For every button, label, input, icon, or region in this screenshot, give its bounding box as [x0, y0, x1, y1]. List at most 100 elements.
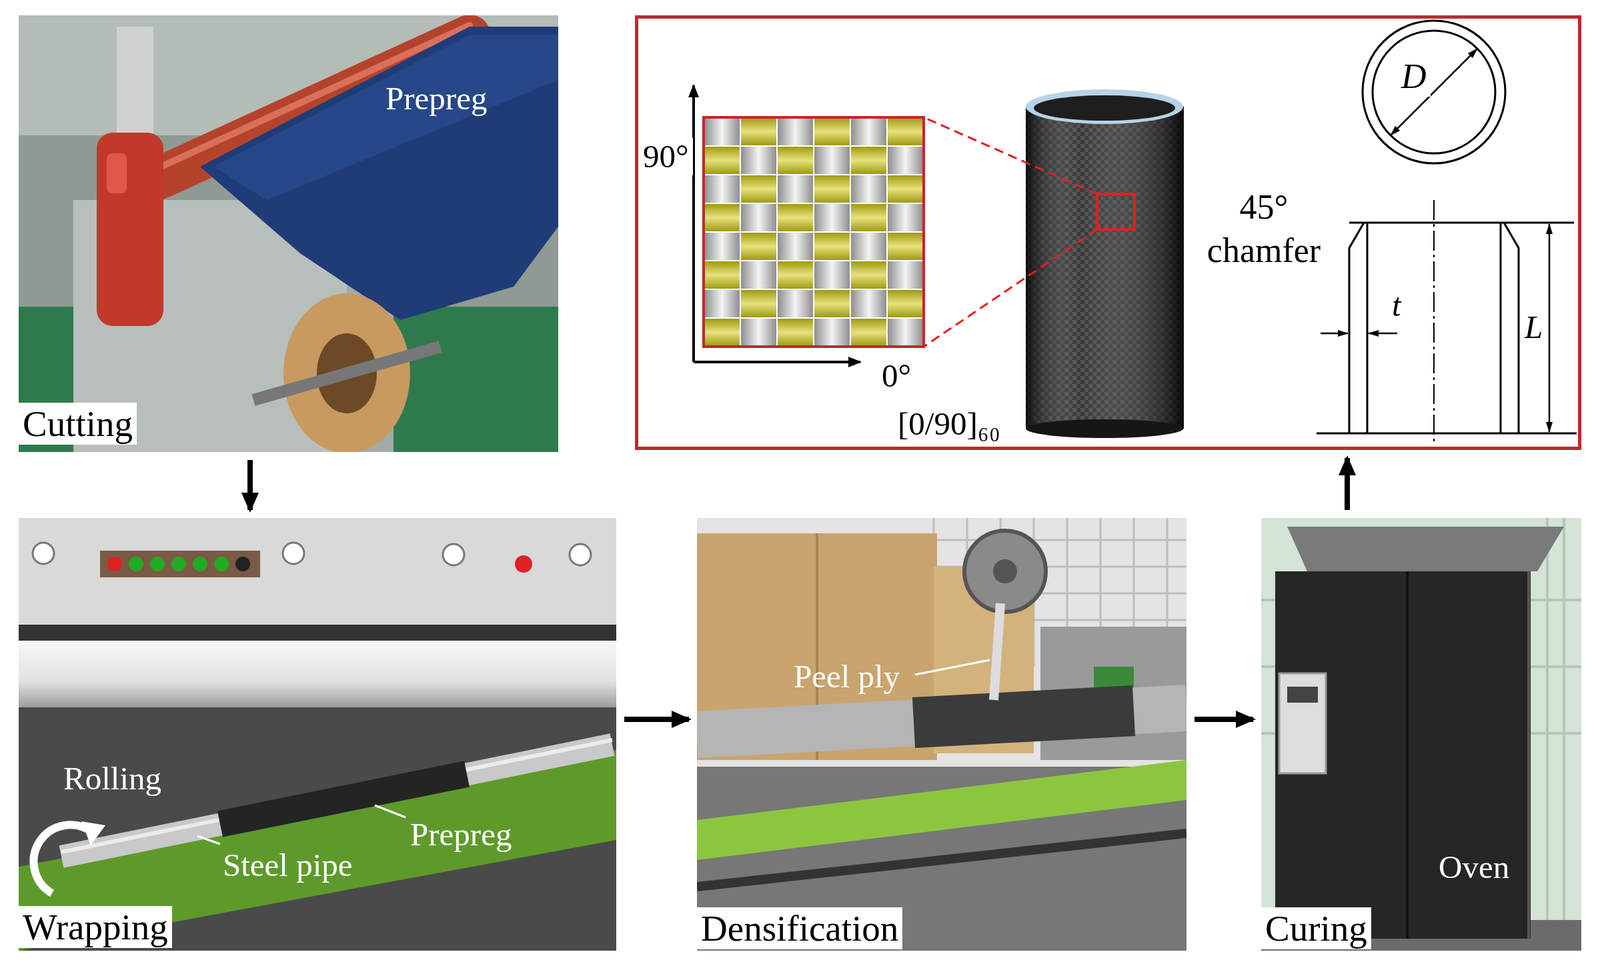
tube-schematic — [1372, 30, 1496, 154]
wrapping-photo — [569, 544, 591, 566]
photo-callout: Prepreg — [410, 816, 512, 854]
tube-schematic — [1320, 332, 1348, 335]
densification-photo — [696, 708, 1187, 735]
photo-callout: Oven — [1438, 849, 1510, 887]
cutting-photo — [200, 26, 559, 321]
wrapping-panel: Wrapping RollingSteel pipe Prepreg — [18, 518, 617, 952]
cutting-photo — [96, 132, 164, 327]
curing-panel: Curing Oven — [1261, 518, 1582, 952]
curing-photo — [1261, 518, 1582, 952]
wrapping-photo — [33, 825, 93, 894]
tube-schematic — [1316, 432, 1577, 435]
cutting-photo — [18, 15, 559, 453]
dimension-label: D — [1397, 56, 1431, 97]
cutting-panel: Cutting Prepreg — [18, 15, 559, 453]
densification-photo — [913, 710, 1134, 723]
densification-photo — [696, 518, 1187, 952]
tube-schematic — [1499, 222, 1502, 434]
dimension-label: L — [1520, 308, 1547, 347]
wrapping-photo — [282, 542, 305, 565]
tube-schematic — [923, 229, 1098, 347]
wrapping-photo — [107, 556, 123, 572]
photo-callout: Peel ply — [793, 658, 900, 696]
wrapping-photo — [18, 624, 617, 641]
wrapping-photo — [32, 542, 55, 565]
tube-schematic — [1025, 89, 1184, 125]
curing-photo — [1527, 571, 1530, 940]
wrapping-photo — [442, 544, 465, 566]
wrapping-photo — [197, 836, 221, 845]
step-caption: Densification — [696, 907, 903, 950]
wrapping-photo — [18, 518, 617, 952]
step-caption: Wrapping — [18, 906, 173, 949]
densification-photo — [993, 559, 1018, 584]
tube-schematic — [1349, 222, 1364, 434]
tube-schematic — [1025, 106, 1184, 429]
result-panel: 90° 0° [0/90]₆₀ 45° chamfer DtL — [634, 15, 1582, 451]
densification-photo — [993, 603, 1001, 701]
photo-callout: Prepreg — [385, 80, 487, 118]
cutting-photo — [18, 15, 559, 453]
curing-photo — [1261, 518, 1582, 952]
tube-schematic — [1368, 332, 1398, 335]
layup-label: [0/90]₆₀ — [893, 405, 1005, 443]
wrapping-photo — [100, 550, 261, 578]
tube-schematic — [923, 117, 1098, 195]
wrapping-photo — [214, 556, 229, 572]
wrapping-photo — [18, 518, 617, 952]
chamfer-note: 45° chamfer — [1187, 185, 1341, 273]
process-arrow — [624, 716, 689, 723]
process-arrow — [247, 460, 253, 511]
cutting-photo — [213, 34, 559, 201]
process-arrow — [1344, 458, 1350, 511]
step-caption: Cutting — [18, 402, 137, 445]
tube-schematic — [693, 20, 1577, 446]
wrapping-photo — [514, 555, 533, 573]
wrapping-photo — [128, 556, 144, 572]
axis-label: 90° — [638, 138, 693, 176]
tube-schematic — [1433, 200, 1435, 446]
wrapping-photo — [374, 805, 406, 818]
tube-schematic — [1390, 48, 1478, 136]
photo-callout: Rolling — [63, 760, 162, 798]
tube-schematic — [693, 360, 861, 364]
curing-photo — [1405, 571, 1409, 940]
tube-schematic — [1033, 95, 1176, 121]
densification-photo — [964, 530, 1046, 613]
wrapping-photo — [61, 744, 613, 858]
photo-callout: Steel pipe — [222, 847, 353, 885]
curing-photo — [1279, 673, 1326, 774]
tube-schematic — [1362, 20, 1506, 164]
tube-schematic — [1025, 419, 1184, 439]
dimension-label: t — [1387, 286, 1406, 325]
wrapping-photo — [192, 556, 208, 572]
tube-schematic — [1503, 222, 1519, 434]
curing-photo — [1287, 526, 1564, 572]
densification-photo — [696, 833, 1187, 888]
process-arrow — [1194, 716, 1254, 723]
curing-photo — [1287, 686, 1318, 703]
wrapping-photo — [235, 556, 251, 572]
wrapping-photo — [61, 740, 613, 853]
wrapping-photo — [81, 821, 106, 846]
densification-photo — [696, 518, 1187, 952]
wrapping-photo — [18, 640, 617, 708]
curing-photo — [1275, 571, 1531, 940]
tube-schematic — [692, 85, 695, 363]
wrapping-photo — [171, 556, 187, 572]
densification-panel: Densification Peel ply — [696, 518, 1187, 952]
cutting-photo — [253, 346, 441, 401]
tube-schematic — [1366, 222, 1369, 434]
densification-photo — [915, 660, 990, 675]
tube-schematic — [1097, 194, 1135, 230]
axis-label: 0° — [877, 357, 916, 395]
tube-schematic — [1548, 224, 1551, 433]
tube-schematic — [1349, 222, 1574, 225]
step-caption: Curing — [1261, 907, 1372, 950]
tube-schematic — [703, 117, 924, 347]
tube-schematic — [703, 117, 924, 347]
wrapping-photo — [18, 518, 617, 625]
